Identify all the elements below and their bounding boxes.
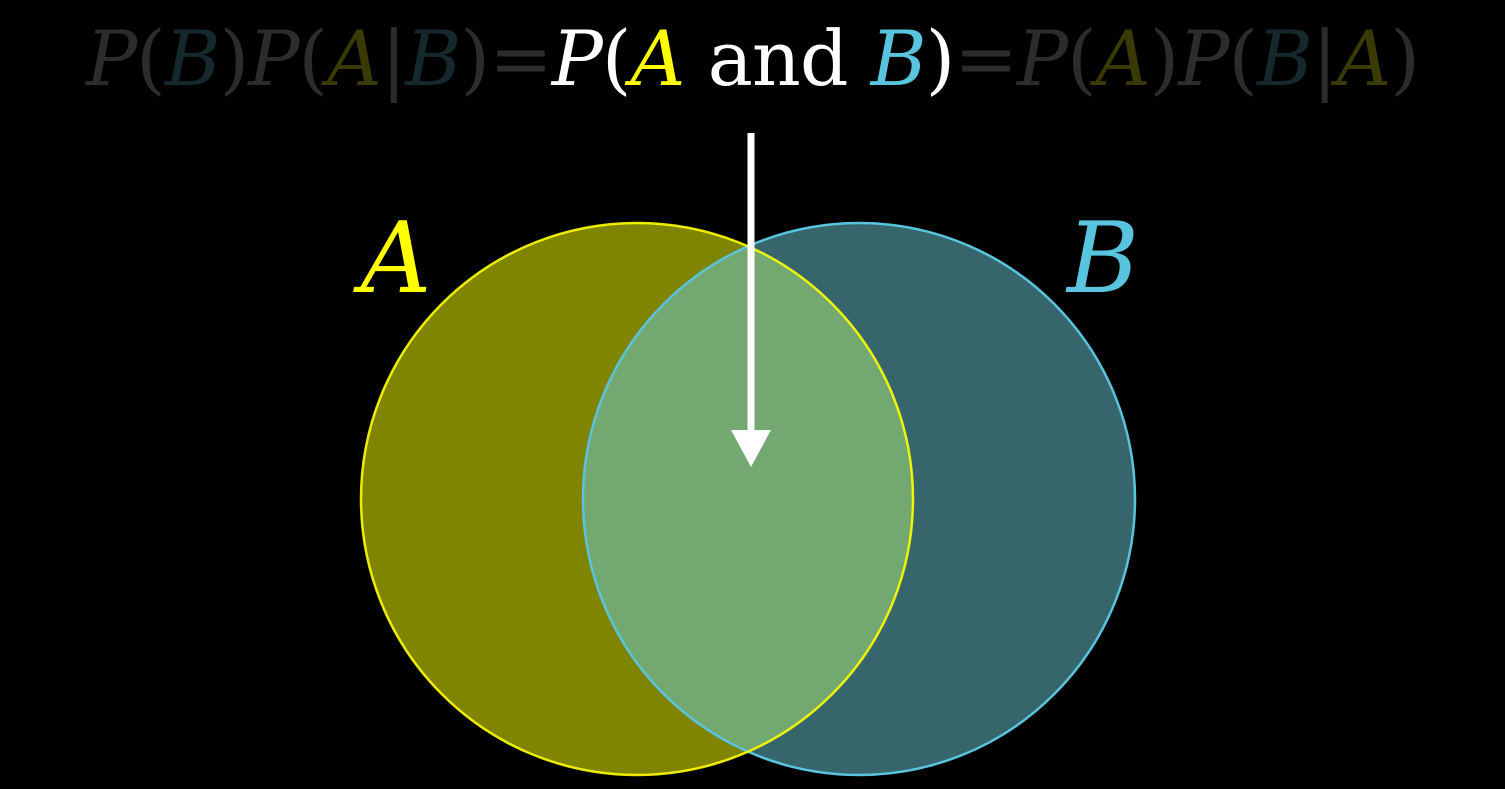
formula-given-bar: | (380, 14, 407, 103)
formula-a-highlight: A (630, 14, 686, 103)
set-b-label: B (1065, 202, 1139, 316)
formula-paren-open-highlight: ( (601, 14, 632, 103)
formula-a: A (327, 14, 382, 103)
formula-paren-close: ) (219, 14, 250, 103)
formula-a: A (1095, 14, 1151, 103)
set-b-outline (581, 221, 1137, 777)
formula-p: P (1016, 14, 1068, 103)
intersection-region (583, 223, 913, 775)
formula-b: B (164, 14, 221, 103)
formula-paren-close: ) (1390, 14, 1420, 103)
formula-b-highlight: B (870, 14, 927, 103)
formula-p: P (1178, 14, 1229, 103)
formula-paren-open: ( (1067, 14, 1097, 103)
set-a-outline (359, 221, 915, 777)
formula-a: A (1336, 14, 1392, 103)
formula-equals: = (954, 14, 1018, 103)
formula-paren-open: ( (298, 14, 328, 103)
formula-b: B (1257, 14, 1313, 103)
formula-paren-close: ) (460, 14, 490, 103)
formula-b: B (405, 14, 462, 103)
formula-p: P (85, 14, 137, 103)
formula-paren-close-highlight: ) (925, 14, 956, 103)
formula-paren-close: ) (1149, 14, 1180, 103)
set-a-label: A (353, 202, 432, 316)
bayes-formula: P(B)P(A|B)=P(A and B)=P(A)P(B|A) (0, 14, 1505, 104)
formula-given-bar: | (1311, 14, 1338, 103)
formula-and-word: and (707, 14, 849, 103)
arrow-down-icon (731, 430, 771, 467)
formula-p: P (248, 14, 299, 103)
formula-paren-open: ( (1228, 14, 1258, 103)
formula-paren-open: ( (136, 14, 166, 103)
formula-equals: = (489, 14, 553, 103)
formula-p-highlight: P (551, 14, 603, 103)
